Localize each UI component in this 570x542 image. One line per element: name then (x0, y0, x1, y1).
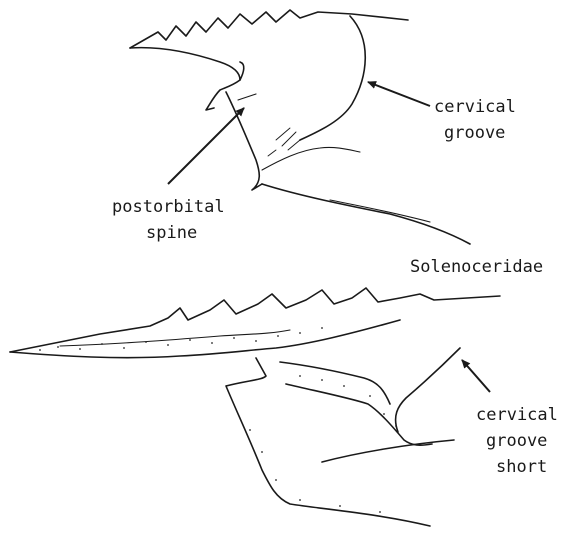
bottom-cervical-label-line1: cervical (476, 405, 558, 425)
top-cervical-arrow (368, 82, 430, 106)
top-groove-hatch (268, 128, 300, 156)
top-cervical-groove (300, 16, 365, 140)
bottom-cervical-arrow (462, 360, 490, 392)
top-postorbital-label-line2: spine (146, 223, 197, 243)
bottom-hepatic-spine (280, 362, 390, 404)
bottom-cervical-label-line2: groove (486, 431, 547, 451)
bottom-carapace-front (226, 358, 430, 526)
bottom-carapace-drawing (10, 288, 500, 526)
top-cervical-branch (262, 147, 360, 170)
bottom-stipple-texture (39, 327, 397, 513)
top-postorbital-spine (238, 94, 256, 100)
top-cervical-label-line1: cervical (434, 97, 516, 117)
top-orbit-notch (206, 62, 244, 110)
top-cervical-label-line2: groove (444, 123, 505, 143)
bottom-groove-lower (286, 384, 432, 445)
top-postorbital-label-line1: postorbital (112, 197, 225, 217)
family-name-label: Solenoceridae (410, 257, 543, 277)
bottom-rostrum-ventral (10, 320, 400, 358)
bottom-rostrum-dorsal (10, 288, 500, 352)
bottom-cervical-label-line3: short (496, 457, 547, 477)
top-rostrum-ventral (130, 48, 240, 80)
bottom-stippled-band (60, 330, 290, 346)
top-anterior-margin (226, 92, 262, 190)
top-ventral-margin (262, 184, 470, 244)
top-ventral-inner (330, 200, 430, 222)
bottom-branchial-line (322, 440, 454, 462)
bottom-cervical-groove (396, 348, 460, 432)
top-postorbital-arrow (168, 108, 244, 184)
top-rostrum-dorsal (130, 10, 408, 48)
